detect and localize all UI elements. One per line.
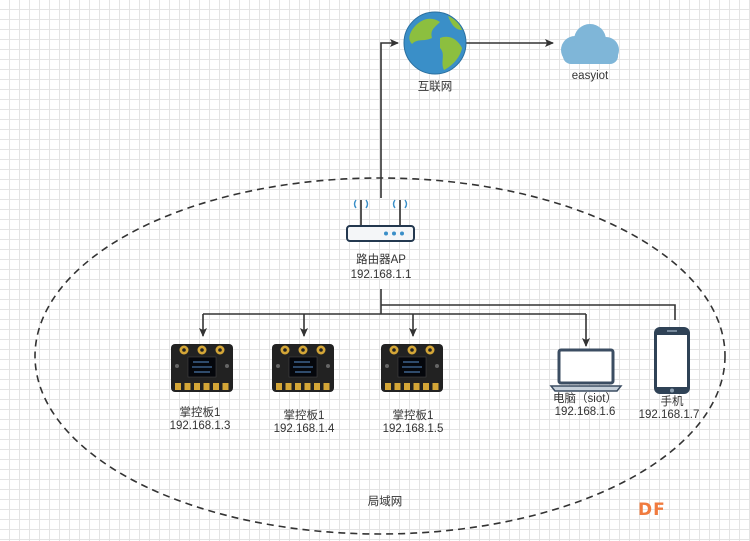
board-icon [381, 344, 443, 392]
cloud-label: easyiot [571, 70, 609, 82]
cloud-icon [561, 24, 619, 64]
board-icon [272, 344, 334, 392]
phone-bus-line [381, 304, 676, 320]
board-1-ip: 192.168.1.3 [169, 420, 231, 432]
router-icon [346, 199, 415, 242]
board-icon [171, 344, 233, 392]
laptop-name: 电脑（siot） [553, 393, 617, 405]
phone-icon [654, 327, 690, 394]
router-ip: 192.168.1.1 [350, 269, 412, 281]
laptop-icon [549, 348, 623, 392]
board-2-name: 掌控板1 [283, 410, 325, 422]
globe-icon [403, 11, 467, 75]
router-to-internet-link [380, 39, 399, 198]
laptop-ip: 192.168.1.6 [554, 406, 616, 418]
board-3-name: 掌控板1 [392, 410, 434, 422]
board-3-ip: 192.168.1.5 [382, 423, 444, 435]
lan-boundary [34, 177, 726, 535]
board-1-name: 掌控板1 [179, 407, 221, 419]
phone-name: 手机 [660, 396, 684, 408]
board-2-ip: 192.168.1.4 [273, 423, 335, 435]
lan-label: 局域网 [367, 496, 403, 508]
watermark-logo: DF [638, 500, 666, 520]
phone-ip: 192.168.1.7 [638, 409, 700, 421]
internet-label: 互联网 [417, 81, 453, 93]
router-name: 路由器AP [356, 254, 406, 266]
